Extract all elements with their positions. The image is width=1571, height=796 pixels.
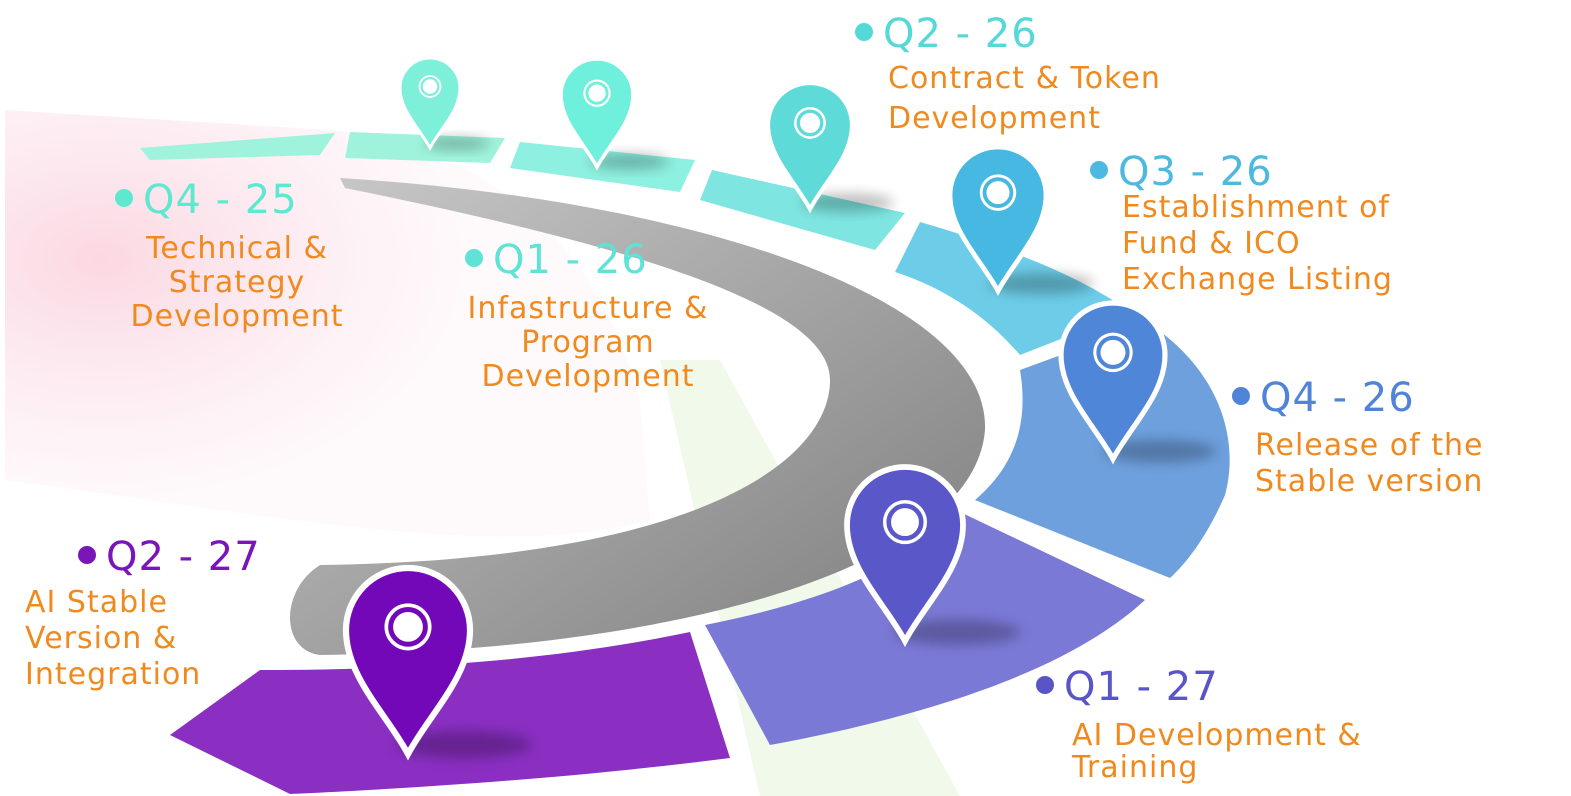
quarter-label: Q2 - 27 xyxy=(106,534,261,580)
description-line: AI Development & xyxy=(1072,718,1362,753)
milestone-q3-26-description: Establishment of Fund & ICO Exchange Lis… xyxy=(1122,190,1393,298)
pin-body xyxy=(947,144,1049,297)
pin-hole-ring xyxy=(585,81,609,105)
pin-hole-ring xyxy=(982,177,1014,208)
milestone-q1-26-description: Infastructure & Program Development xyxy=(428,292,748,394)
description-line: Infastructure & xyxy=(467,291,709,326)
description-line: Contract & Token xyxy=(888,61,1161,96)
description-line: Strategy xyxy=(168,265,306,300)
pin-hole-ring xyxy=(796,109,824,137)
milestone-q3-26: Q3 - 26 xyxy=(1090,152,1273,192)
ring-segment xyxy=(975,323,1230,578)
map-pin-icon xyxy=(559,57,670,171)
pin-shadow xyxy=(424,136,490,151)
bullet-dot xyxy=(1232,387,1250,405)
quarter-label: Q1 - 27 xyxy=(1064,664,1219,710)
milestone-q4-26-description: Release of the Stable version xyxy=(1255,428,1483,500)
description-line: Development xyxy=(888,101,1101,136)
milestone-q2-27: Q2 - 27 xyxy=(78,537,261,577)
pin-body xyxy=(398,56,462,152)
quarter-label: Q1 - 26 xyxy=(493,237,648,283)
quarter-heading: Q1 - 27 xyxy=(1036,667,1219,707)
milestone-q2-27-description: AI Stable Version & Integration xyxy=(25,585,201,693)
ring-segment xyxy=(700,170,905,250)
description-line: AI Stable xyxy=(25,585,168,620)
quarter-heading: Q2 - 27 xyxy=(78,537,261,577)
pins-layer xyxy=(342,56,1218,761)
description-line: Exchange Listing xyxy=(1122,262,1393,297)
pin-body xyxy=(1058,300,1168,465)
pin-hole-ring xyxy=(420,76,440,97)
map-pin-icon xyxy=(844,464,1021,648)
bullet-dot xyxy=(78,546,96,564)
description-line: Establishment of xyxy=(1122,190,1390,225)
milestone-q4-25: Q4 - 25 xyxy=(115,180,298,220)
quarter-heading: Q3 - 26 xyxy=(1090,152,1273,192)
bullet-dot xyxy=(115,189,133,207)
description-line: Training xyxy=(1072,750,1199,785)
pin-hole-ring xyxy=(388,607,428,647)
milestone-q2-26-description: Contract & Token Development xyxy=(888,62,1161,136)
description-line: Version & xyxy=(25,621,178,656)
quarter-label: Q4 - 25 xyxy=(143,177,298,223)
quarter-heading: Q1 - 26 xyxy=(465,240,648,280)
map-pin-icon xyxy=(342,564,532,761)
description-line: Integration xyxy=(25,657,202,692)
description-line: Technical & xyxy=(146,231,328,266)
milestone-q1-27-description: AI Development & Training xyxy=(1072,720,1362,784)
pin-shadow xyxy=(1102,439,1218,463)
description-line: Stable version xyxy=(1255,464,1484,499)
milestone-q1-27: Q1 - 27 xyxy=(1036,667,1219,707)
road-path xyxy=(290,178,986,655)
map-pin-icon xyxy=(947,144,1094,297)
bullet-dot xyxy=(1090,161,1108,179)
pin-body xyxy=(844,464,966,648)
map-pin-icon xyxy=(1058,300,1218,465)
pin-body xyxy=(559,57,635,171)
quarter-label: Q2 - 26 xyxy=(883,11,1038,57)
pin-body xyxy=(765,80,855,214)
milestone-q4-25-description: Technical & Strategy Development xyxy=(92,232,382,334)
pin-shadow xyxy=(801,193,894,212)
quarter-heading: Q2 - 26 xyxy=(855,14,1038,54)
quarter-label: Q4 - 26 xyxy=(1260,375,1415,421)
bullet-dot xyxy=(855,23,873,41)
description-line: Fund & ICO xyxy=(1122,226,1301,261)
quarter-heading: Q4 - 25 xyxy=(115,180,298,220)
description-line: Program xyxy=(521,325,655,360)
bullet-dot xyxy=(465,249,483,267)
milestone-q4-26: Q4 - 26 xyxy=(1232,378,1415,418)
description-line: Release of the xyxy=(1255,428,1484,463)
map-pin-icon xyxy=(398,56,490,152)
pin-hole-ring xyxy=(1096,335,1130,370)
pin-shadow xyxy=(893,619,1021,646)
pin-hole-ring xyxy=(886,503,924,541)
pin-shadow xyxy=(589,153,670,170)
pin-shadow xyxy=(988,273,1094,295)
milestone-q1-26: Q1 - 26 xyxy=(465,240,648,280)
description-line: Development xyxy=(481,359,695,394)
pin-body xyxy=(342,564,474,761)
quarter-label: Q3 - 26 xyxy=(1118,149,1273,195)
bullet-dot xyxy=(1036,676,1054,694)
ring-segment xyxy=(170,632,730,794)
quarter-heading: Q4 - 26 xyxy=(1232,378,1415,418)
pin-shadow xyxy=(395,731,532,759)
milestone-q2-26: Q2 - 26 xyxy=(855,14,1038,54)
description-line: Development xyxy=(130,299,344,334)
map-pin-icon xyxy=(765,80,894,214)
ring-segment xyxy=(140,133,335,160)
